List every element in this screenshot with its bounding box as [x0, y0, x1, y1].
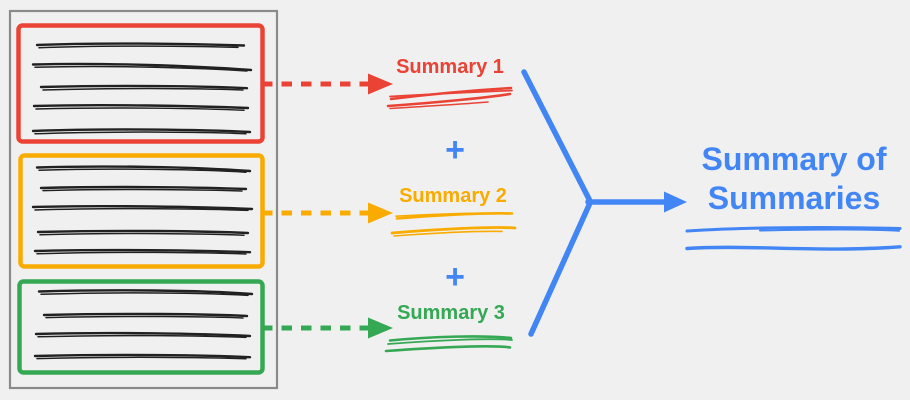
- document-section-3-green: [17, 279, 265, 375]
- summary-2-underline-scribble: [390, 211, 517, 237]
- source-document-outline: [8, 9, 279, 390]
- summary-1-underline-scribble: [386, 86, 513, 110]
- yellow-dashed-arrow: [262, 202, 393, 224]
- summary-3-underline-scribble: [384, 335, 513, 353]
- green-dashed-arrow: [262, 317, 393, 339]
- plus-operator-2: +: [445, 258, 465, 296]
- summary-3-label: Summary 3: [397, 302, 505, 324]
- final-summary-label: Summary of Summaries: [701, 141, 887, 216]
- plus-operator-1: +: [445, 131, 465, 169]
- summary-2-label: Summary 2: [399, 185, 507, 207]
- section-1-text-scribbles: [31, 42, 253, 135]
- summary-1-label: Summary 1: [396, 56, 504, 78]
- document-section-1-red: [16, 23, 265, 144]
- red-dashed-arrow: [262, 73, 393, 95]
- section-2-text-scribbles: [31, 165, 254, 255]
- final-summary-underline-scribble: [685, 225, 902, 251]
- document-section-2-yellow: [18, 153, 265, 269]
- merge-arrow: [521, 69, 687, 337]
- section-3-text-scribbles: [33, 289, 254, 360]
